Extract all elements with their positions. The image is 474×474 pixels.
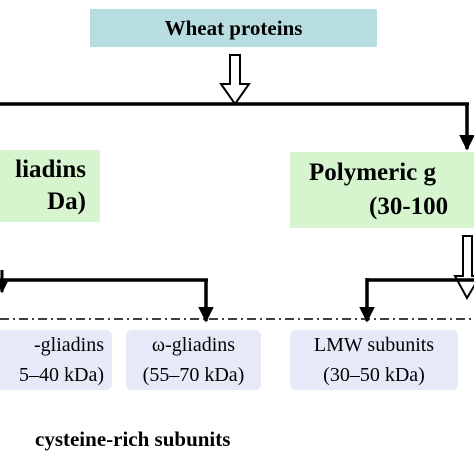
polymeric-title: Polymeric g <box>309 159 437 186</box>
omega-gliadins-box: ω-gliadins (55–70 kDa) <box>126 330 261 390</box>
gliadins-box: liadins Da) <box>0 150 100 222</box>
gamma-gliadins-box: -gliadins 5–40 kDa) <box>0 330 112 390</box>
gliadins-range: Da) <box>47 188 86 215</box>
lmw-subunits-box: LMW subunits (30–50 kDa) <box>290 330 458 390</box>
hollow-down-arrow <box>219 54 251 106</box>
polymeric-range: (30-100 <box>369 193 449 220</box>
polymeric-box: Polymeric g (30-100 <box>290 152 474 228</box>
subunit-name: -gliadins <box>34 334 104 356</box>
subunit-range: (55–70 kDa) <box>142 364 245 386</box>
gliadins-title: liadins <box>15 156 86 183</box>
subunit-range: (30–50 kDa) <box>323 364 425 386</box>
subunit-name: ω-gliadins <box>151 334 236 356</box>
wheat-proteins-box: Wheat proteins <box>90 9 377 47</box>
subunit-range: 5–40 kDa) <box>19 364 104 386</box>
subunit-name: LMW subunits <box>313 334 435 356</box>
wheat-proteins-label: Wheat proteins <box>164 15 303 40</box>
hollow-down-arrow-right <box>453 235 474 301</box>
cysteine-rich-label: cysteine-rich subunits <box>35 427 231 451</box>
